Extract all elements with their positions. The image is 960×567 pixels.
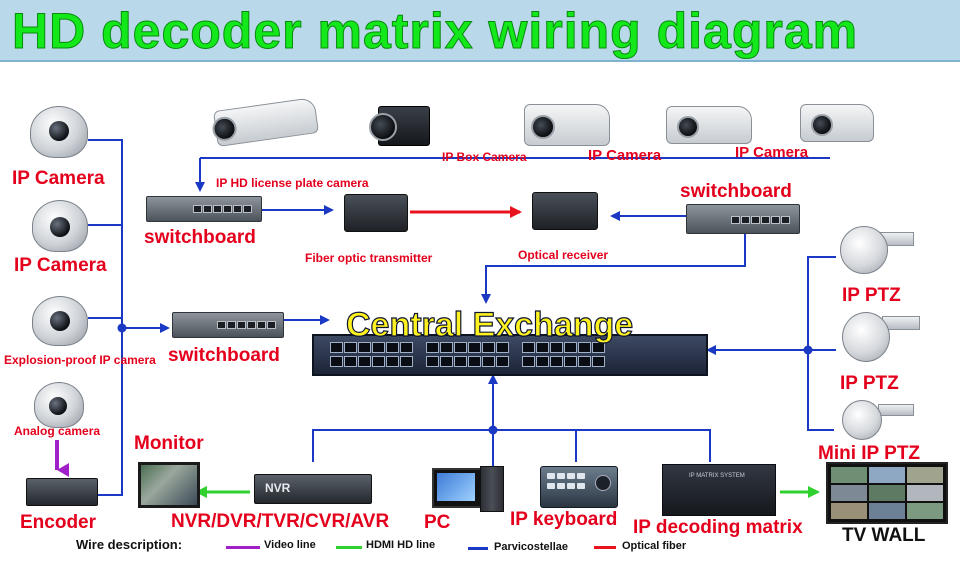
- legend-video-line-swatch: [226, 546, 260, 549]
- monitor-image: [138, 462, 200, 508]
- legend-hdmi-line-label: HDMI HD line: [366, 539, 436, 551]
- pc-label: PC: [424, 512, 451, 533]
- title-banner: HD decoder matrix wiring diagram: [0, 0, 960, 62]
- legend-video-line-label: Video line: [264, 539, 316, 551]
- ip-camera-3-label: IP Camera: [588, 147, 662, 164]
- analog-camera-label: Analog camera: [14, 424, 101, 438]
- tv-wall-label: TV WALL: [842, 525, 926, 546]
- pc-tower-image: [480, 466, 504, 512]
- legend-hdmi-line-swatch: [336, 546, 362, 549]
- explosion-proof-label: Explosion-proof IP camera: [4, 353, 156, 367]
- page-title: HD decoder matrix wiring diagram: [11, 3, 859, 60]
- ip-camera-4-image: [666, 106, 752, 144]
- ip-camera-4-label: IP Camera: [735, 144, 809, 161]
- optical-receiver-image: [532, 192, 598, 230]
- ip-camera-2-label: IP Camera: [14, 255, 107, 276]
- central-exchange-switch: [312, 334, 708, 376]
- ip-decoding-matrix-image: IP MATRIX SYSTEM: [662, 464, 776, 516]
- mini-ptz-camera-label: Mini IP PTZ: [818, 443, 921, 464]
- ptz-camera-1-image: [836, 220, 916, 282]
- pc-monitor-image: [432, 468, 482, 508]
- nvr-badge: NVR: [265, 481, 291, 495]
- legend-title: Wire description:: [76, 537, 183, 552]
- ptz-camera-2-image: [836, 306, 922, 370]
- switchboard-top-left-label: switchboard: [144, 227, 256, 248]
- ip-decoding-matrix-label: IP decoding matrix: [633, 517, 803, 538]
- legend-parvicostellae-swatch: [468, 547, 488, 550]
- ptz-camera-2-label: IP PTZ: [840, 373, 899, 394]
- monitor-label: Monitor: [134, 433, 204, 454]
- plate-camera-label: IP HD license plate camera: [216, 176, 369, 190]
- switchboard-top-left-image: [146, 196, 262, 222]
- nvr-image: NVR: [254, 474, 372, 504]
- mini-ptz-camera-image: [838, 398, 918, 440]
- legend-parvicostellae-label: Parvicostellae: [494, 541, 568, 553]
- analog-camera-image: [34, 382, 84, 428]
- ip-camera-1-image: [30, 106, 88, 158]
- box-camera-label: IP Box Camera: [442, 150, 527, 164]
- lan-wires: [88, 139, 836, 496]
- switchboard-middle-image: [172, 312, 284, 338]
- ptz-camera-1-label: IP PTZ: [842, 285, 901, 306]
- matrix-badge: IP MATRIX SYSTEM: [689, 473, 745, 479]
- ip-keyboard-label: IP keyboard: [510, 509, 618, 530]
- legend-optical-fiber-label: Optical fiber: [622, 540, 687, 552]
- explosion-proof-camera-image: [32, 296, 88, 346]
- ip-camera-3-image: [524, 104, 610, 146]
- optical-receiver-label: Optical receiver: [518, 248, 609, 262]
- encoder-image: [26, 478, 98, 506]
- switchboard-middle-label: switchboard: [168, 345, 280, 366]
- ip-camera-5-image: [800, 104, 874, 142]
- box-camera-image: [369, 106, 430, 146]
- ip-camera-1-label: IP Camera: [12, 168, 105, 189]
- fiber-transmitter-image: [344, 194, 408, 232]
- tv-wall-image: [826, 462, 948, 524]
- nvr-label: NVR/DVR/TVR/CVR/AVR: [171, 511, 390, 532]
- central-exchange-label: Central Exchange: [345, 305, 634, 344]
- switchboard-top-right-label: switchboard: [680, 181, 792, 202]
- fiber-transmitter-label: Fiber optic transmitter: [305, 251, 433, 265]
- ip-camera-2-image: [32, 200, 88, 252]
- ip-keyboard-image: [540, 466, 618, 508]
- legend-optical-fiber-swatch: [594, 546, 616, 549]
- encoder-label: Encoder: [20, 512, 97, 533]
- switchboard-top-right-image: [686, 204, 800, 234]
